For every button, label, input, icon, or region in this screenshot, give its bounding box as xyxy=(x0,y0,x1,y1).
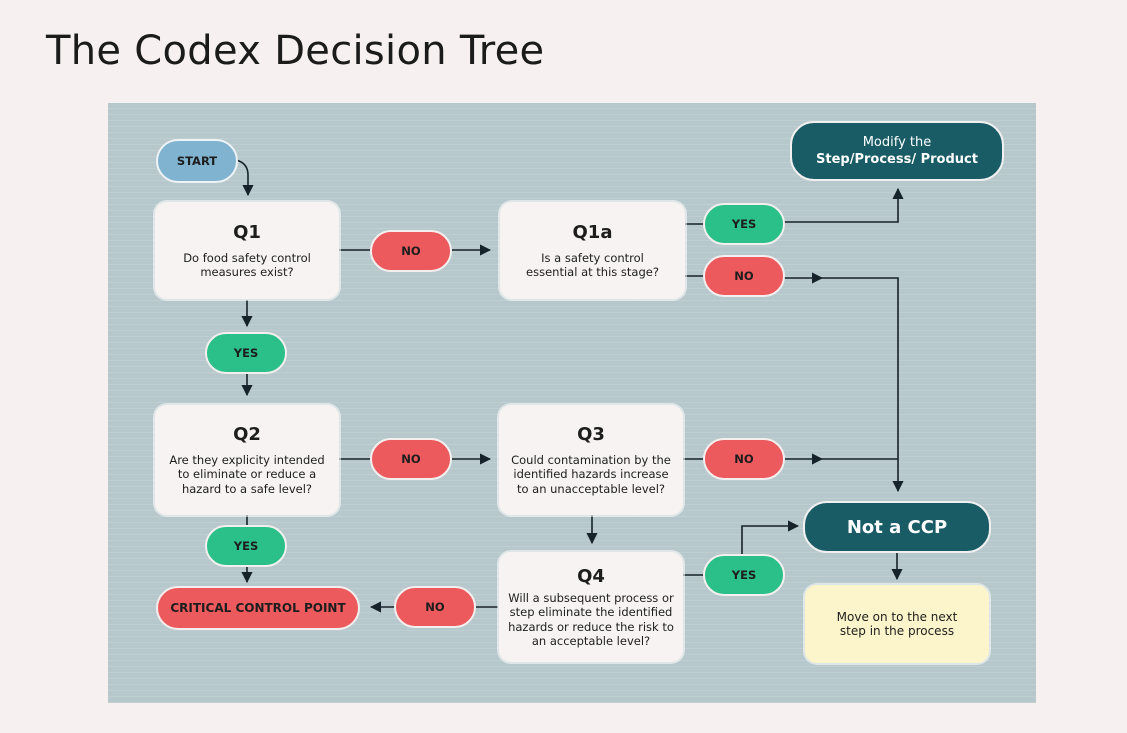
decision-tree-diagram: START Q1 Do food safety control measures… xyxy=(108,103,1036,703)
start-node: START xyxy=(156,139,238,183)
q3-box: Q3 Could contamination by the identified… xyxy=(499,405,683,515)
q2-box: Q2 Are they explicity intended to elimin… xyxy=(155,405,339,515)
no-label: NO xyxy=(401,244,421,258)
arrow-yes-modify xyxy=(784,187,904,223)
next-step-label: Move on to the next step in the process xyxy=(836,609,958,639)
q2-no-pill: NO xyxy=(370,438,452,480)
connector-lines xyxy=(235,159,904,613)
yes-label: YES xyxy=(731,217,757,231)
arrow-to-not-ccp xyxy=(822,277,904,493)
q1a-yes-pill: YES xyxy=(703,203,785,245)
q3-no-pill: NO xyxy=(703,438,785,480)
q4-text: Will a subsequent process or step elimin… xyxy=(508,590,674,649)
no-label: NO xyxy=(734,452,754,466)
yes-label: YES xyxy=(233,346,259,360)
ccp-node: CRITICAL CONTROL POINT xyxy=(156,586,360,630)
q4-title: Q4 xyxy=(577,565,605,587)
q1-text: Do food safety control measures exist? xyxy=(183,250,311,280)
modify-node: Modify the Step/Process/ Product xyxy=(790,121,1004,181)
q1a-text: Is a safety control essential at this st… xyxy=(526,250,659,280)
start-label: START xyxy=(176,154,218,168)
modify-line1: Modify the xyxy=(862,135,932,150)
q4-no-pill: NO xyxy=(394,586,476,628)
arrow-yes-not-ccp xyxy=(741,520,800,554)
q1-yes-pill: YES xyxy=(205,332,287,374)
q1a-no-pill: NO xyxy=(703,255,785,297)
q4-box: Q4 Will a subsequent process or step eli… xyxy=(499,552,683,662)
q1a-title: Q1a xyxy=(572,221,613,243)
page-title: The Codex Decision Tree xyxy=(46,28,545,74)
q2-text: Are they explicity intended to eliminate… xyxy=(169,452,325,496)
no-label: NO xyxy=(401,452,421,466)
yes-label: YES xyxy=(233,539,259,553)
not-ccp-node: Not a CCP xyxy=(803,501,991,553)
q3-title: Q3 xyxy=(577,423,605,445)
q4-yes-pill: YES xyxy=(703,554,785,596)
q2-title: Q2 xyxy=(233,423,261,445)
ccp-label: CRITICAL CONTROL POINT xyxy=(170,601,346,615)
q3-text: Could contamination by the identified ha… xyxy=(511,452,671,496)
no-label: NO xyxy=(734,269,754,283)
yes-label: YES xyxy=(731,568,757,582)
modify-line2: Step/Process/ Product xyxy=(816,152,978,167)
q2-yes-pill: YES xyxy=(205,525,287,567)
next-step-node: Move on to the next step in the process xyxy=(805,585,989,663)
no-label: NO xyxy=(425,600,445,614)
arrow-start-q1 xyxy=(235,159,254,197)
q1-title: Q1 xyxy=(233,221,261,243)
not-ccp-label: Not a CCP xyxy=(846,516,948,538)
q1a-box: Q1a Is a safety control essential at thi… xyxy=(500,202,685,299)
q1-no-pill: NO xyxy=(370,230,452,272)
q1-box: Q1 Do food safety control measures exist… xyxy=(155,202,339,299)
